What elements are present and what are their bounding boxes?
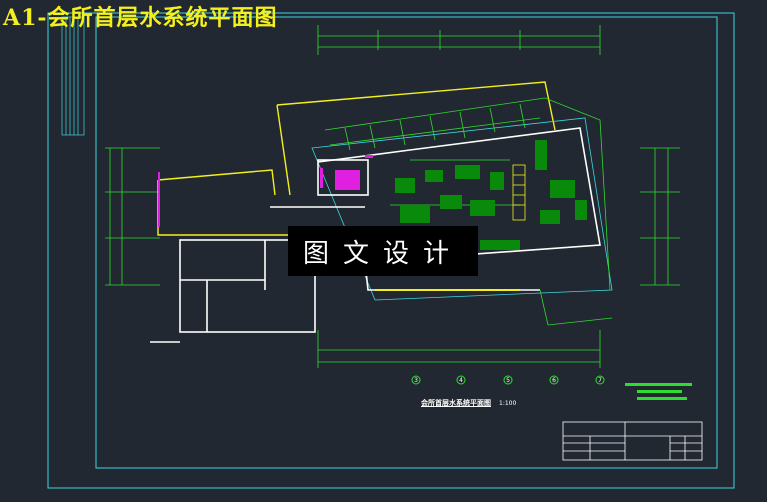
site-outline [157,81,556,236]
dimension-lines [105,25,680,368]
plan-scale: 1:100 [499,400,517,407]
watermark: 图文设计 [288,226,478,276]
side-strip [61,16,85,136]
axis-label: 5 [506,377,510,384]
sanitary-fixtures [158,155,373,227]
outer-frame [47,12,735,489]
plan-title: 会所首层水系统平面图 [421,399,491,407]
axis-label: 7 [598,377,602,384]
plan-caption: 会所首层水系统平面图 1:100 [421,398,516,408]
staircase [512,164,526,221]
drawing-title: A1-会所首层水系统平面图 [3,5,278,31]
axis-label: 4 [459,377,463,384]
inner-frame [95,16,718,469]
notes [625,383,692,400]
axis-label: 3 [414,377,418,384]
walls [150,127,601,343]
axis-label: 6 [552,377,556,384]
equipment [385,140,587,250]
title-block [562,421,703,461]
axis-bubbles [411,375,605,385]
